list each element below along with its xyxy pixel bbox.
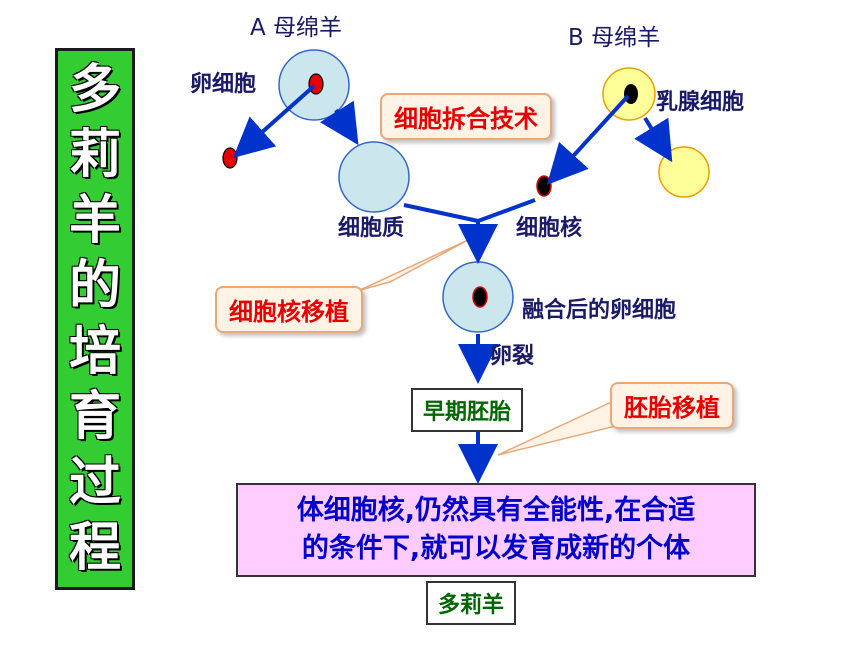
- mammary-cell-label: 乳腺细胞: [656, 90, 745, 115]
- title-char: 羊: [68, 190, 121, 251]
- title-char: 过: [68, 452, 121, 513]
- arrow-enucleated-egg: [320, 100, 359, 146]
- removed-nucleus-shape: [222, 147, 238, 169]
- dolly-box: 多莉羊: [426, 581, 517, 625]
- vertical-title: 多 莉 羊 的 培 育 过 程: [55, 48, 135, 590]
- merge-line-right: [477, 198, 536, 223]
- fused-nucleus-shape: [472, 286, 488, 308]
- conclusion-line-2: 的条件下,就可以发育成新的个体: [301, 533, 691, 564]
- title-char: 的: [68, 256, 121, 317]
- conclusion-line-1: 体细胞核,仍然具有全能性,在合适: [296, 495, 696, 526]
- title-char: 程: [68, 518, 121, 579]
- nuclear-transfer-pointer: [359, 239, 469, 291]
- mammary-remains-shape: [658, 146, 710, 198]
- fused-egg-label: 融合后的卵细胞: [522, 298, 677, 323]
- arrow-mammary-remains: [634, 116, 673, 163]
- enucleated-egg-shape: [338, 141, 410, 213]
- early-embryo-box: 早期胚胎: [411, 388, 524, 432]
- arrow-nucleus-removal: [233, 84, 316, 158]
- sheep-b-label: B 母绵羊: [568, 25, 661, 51]
- nucleus-label: 细胞核: [516, 216, 583, 241]
- embryo-transfer-callout: 胚胎移植: [610, 382, 734, 429]
- title-char: 多: [68, 59, 121, 120]
- arrow-nucleus-extraction: [546, 94, 630, 185]
- sheep-a-label: A 母绵羊: [250, 15, 343, 41]
- nuclear-transfer-callout: 细胞核移植: [215, 286, 363, 333]
- title-char: 培: [68, 321, 121, 382]
- cell-fusion-callout: 细胞拆合技术: [380, 93, 552, 140]
- title-char: 莉: [68, 125, 121, 186]
- title-char: 育: [68, 387, 121, 448]
- extracted-nucleus-shape: [536, 175, 552, 197]
- conclusion-box: 体细胞核,仍然具有全能性,在合适 的条件下,就可以发育成新的个体: [236, 483, 756, 577]
- merge-line-left: [403, 203, 479, 223]
- cleavage-label: 卵裂: [490, 344, 535, 369]
- cytoplasm-label: 细胞质: [338, 216, 405, 241]
- egg-cell-label: 卵细胞: [190, 72, 257, 97]
